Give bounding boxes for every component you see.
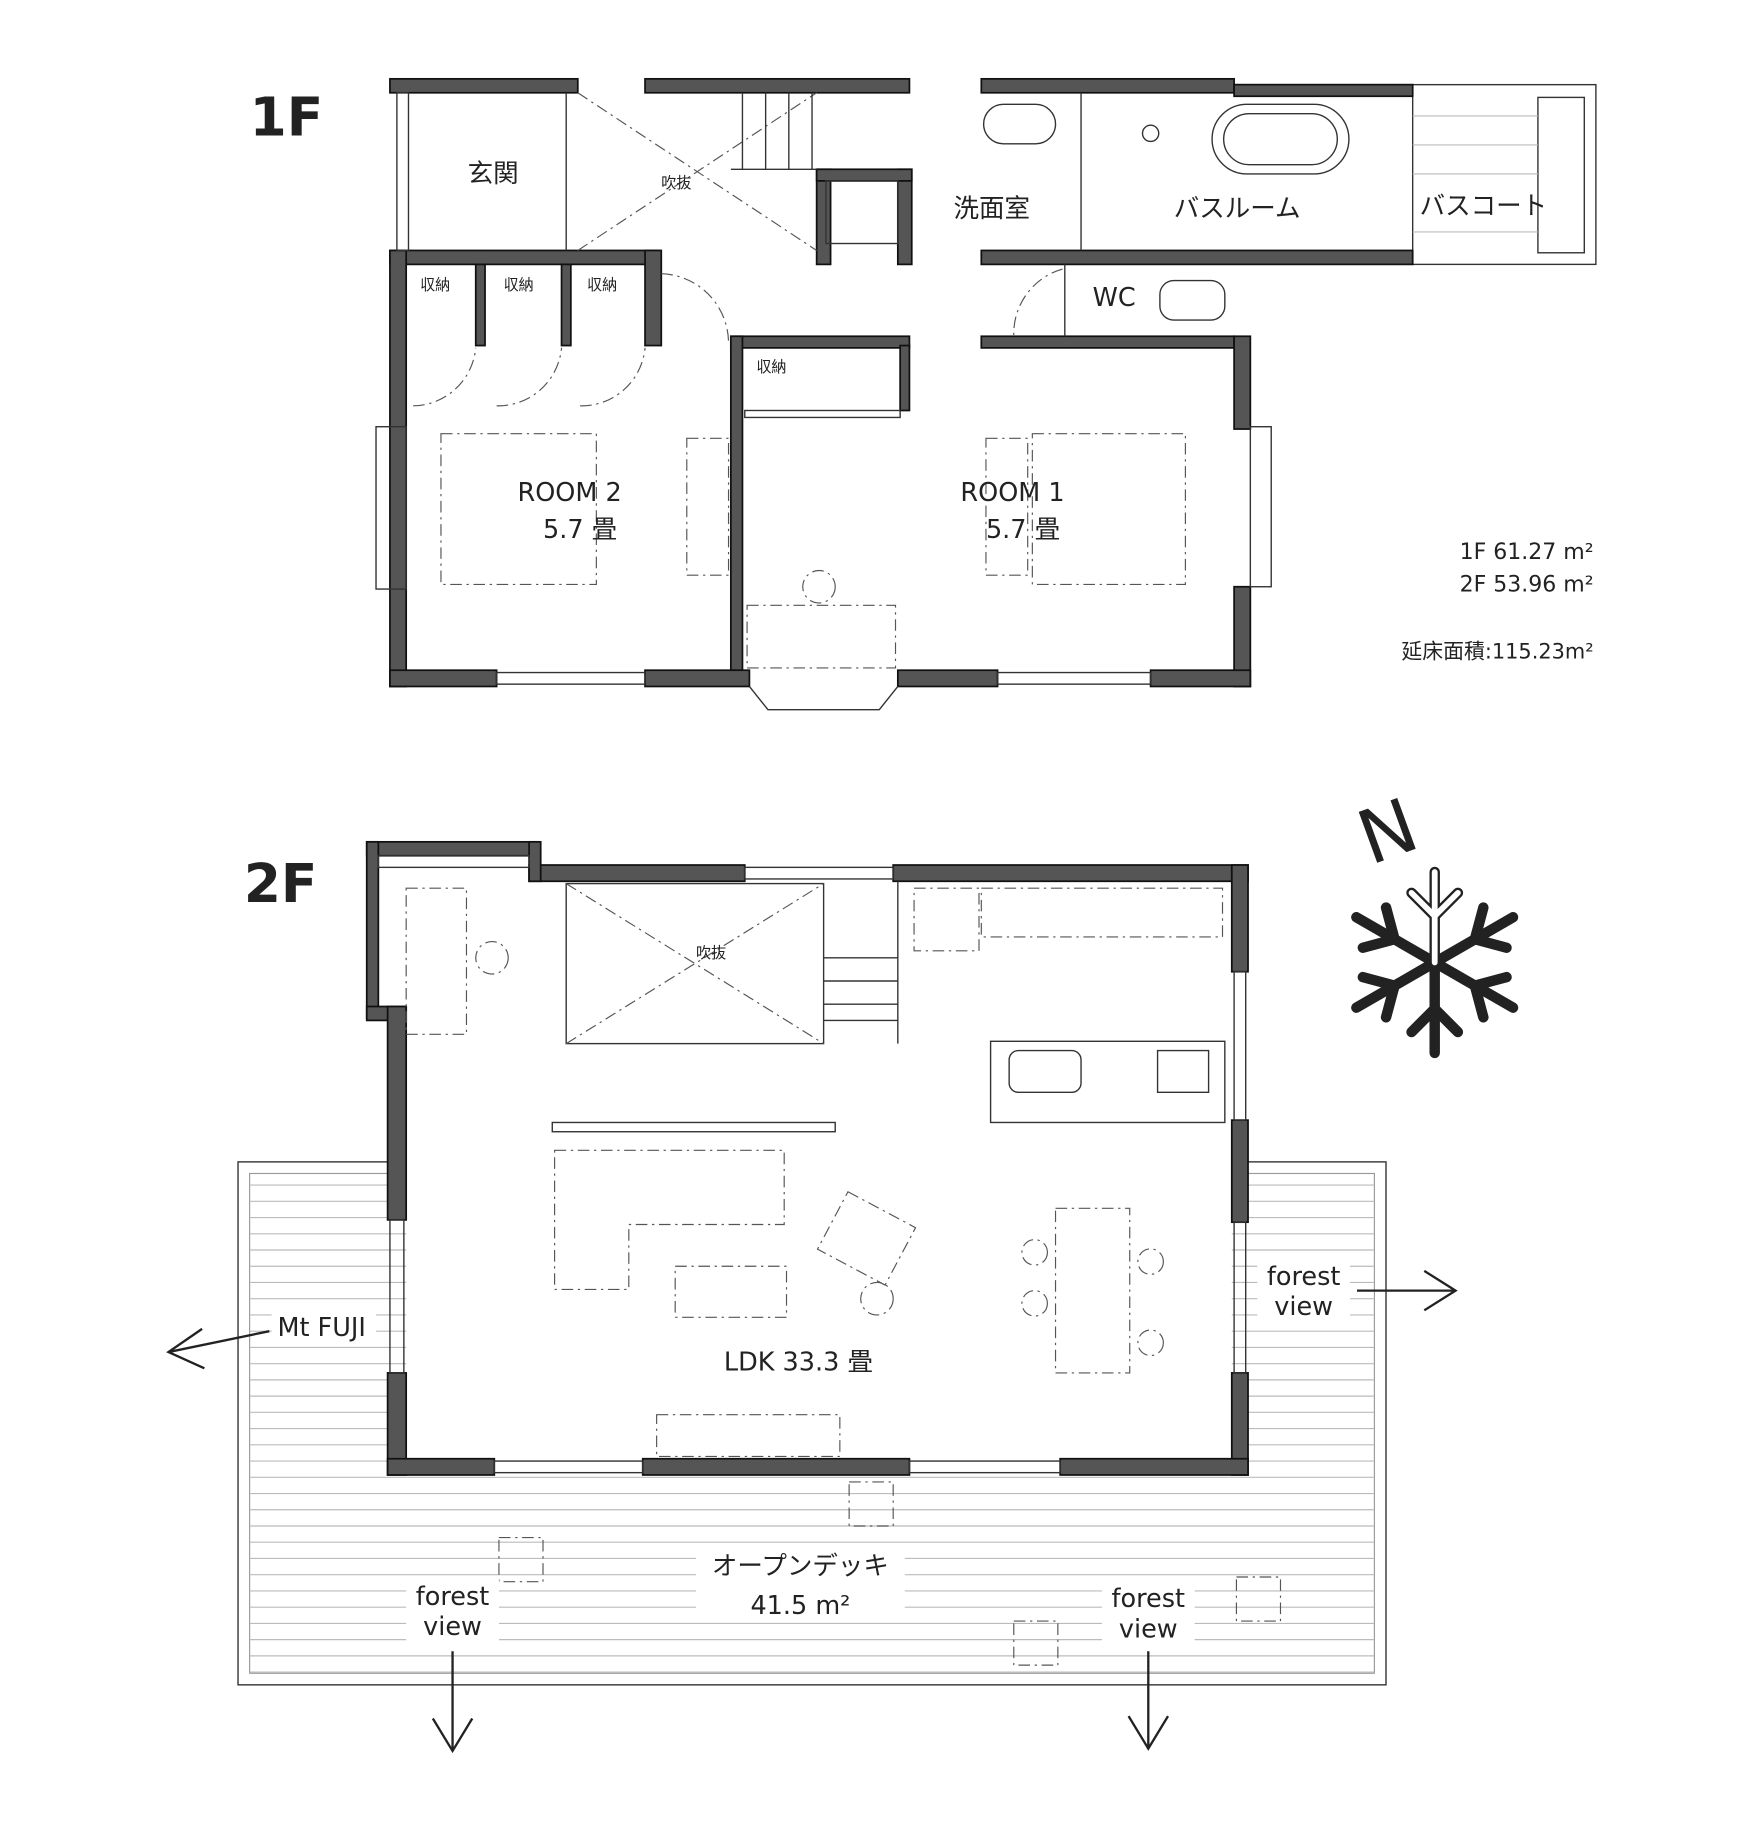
- label-room1-size: 5.7 畳: [986, 515, 1060, 545]
- desk-2f: [405, 887, 468, 1035]
- floor2-label: 2F: [244, 852, 318, 915]
- arrow-south-icon: [1127, 1651, 1170, 1751]
- area-2f: 2F 53.96 m²: [1460, 572, 1594, 597]
- label-ldk: LDK 33.3 畳: [724, 1348, 873, 1378]
- label-bath-court: バスコート: [1420, 192, 1548, 222]
- arrow-south-icon: [431, 1651, 474, 1754]
- washbasin-icon: [982, 103, 1057, 145]
- laundry-icon: [825, 180, 899, 245]
- label-room2: ROOM 2: [517, 478, 621, 508]
- stairs-2f: [823, 881, 899, 1044]
- coffee-table: [674, 1265, 788, 1318]
- kitchen-island: [989, 1040, 1226, 1124]
- bathtub-icon: [1211, 103, 1350, 175]
- sink-icon: [1008, 1049, 1082, 1094]
- north-label: N: [1347, 781, 1429, 882]
- label-entrance: 玄関: [468, 159, 519, 189]
- arrow-west-icon: [166, 1327, 270, 1370]
- label-forest-sw-2: view: [423, 1612, 482, 1642]
- label-bathroom: バスルーム: [1174, 194, 1301, 224]
- floor2-plan: 吹抜 LDK 33.3 畳: [237, 840, 1387, 1686]
- shower-icon: [1141, 124, 1160, 143]
- label-storage-3: 収納: [587, 276, 617, 294]
- label-forest-sw-1: forest: [416, 1582, 489, 1612]
- desk-room1: [746, 604, 897, 669]
- label-deck-area: 41.5 m²: [750, 1591, 850, 1621]
- sofa: [554, 1149, 785, 1291]
- label-void-1f: 吹抜: [661, 174, 691, 192]
- stove-icon: [1156, 1049, 1210, 1094]
- area-1f: 1F 61.27 m²: [1460, 540, 1594, 565]
- label-storage-1: 収納: [420, 276, 450, 294]
- bath-court-deck: [1411, 83, 1597, 266]
- label-wc: WC: [1093, 283, 1136, 313]
- label-storage-2: 収納: [504, 276, 534, 294]
- floor1-plan: 玄関 吹抜 洗面室 バスルーム バスコート WC 収納 収納 収納 収納 ROO…: [375, 77, 1597, 711]
- label-forest-east-2: view: [1274, 1292, 1333, 1322]
- label-mt-fuji: Mt FUJI: [277, 1313, 365, 1343]
- bed-room2: [440, 433, 597, 586]
- label-forest-east-1: forest: [1267, 1262, 1340, 1292]
- dining-table: [1054, 1207, 1131, 1374]
- label-room1: ROOM 1: [960, 478, 1064, 508]
- label-washroom: 洗面室: [953, 194, 1030, 224]
- label-storage-4: 収納: [756, 358, 786, 376]
- label-void-2f: 吹抜: [696, 944, 726, 962]
- area-total: 延床面積:115.23m²: [1401, 640, 1593, 664]
- label-open-deck: オープンデッキ: [712, 1552, 889, 1582]
- toilet-icon: [1159, 279, 1226, 321]
- label-room2-size: 5.7 畳: [543, 515, 617, 545]
- stairs-1f: [730, 92, 817, 170]
- label-forest-se-1: forest: [1112, 1584, 1185, 1614]
- bed-room1: [1031, 433, 1186, 586]
- armchair: [816, 1191, 917, 1286]
- label-forest-se-2: view: [1119, 1614, 1178, 1644]
- arrow-east-icon: [1357, 1269, 1458, 1312]
- floor1-label: 1F: [250, 86, 324, 149]
- tv-stand: [656, 1414, 841, 1457]
